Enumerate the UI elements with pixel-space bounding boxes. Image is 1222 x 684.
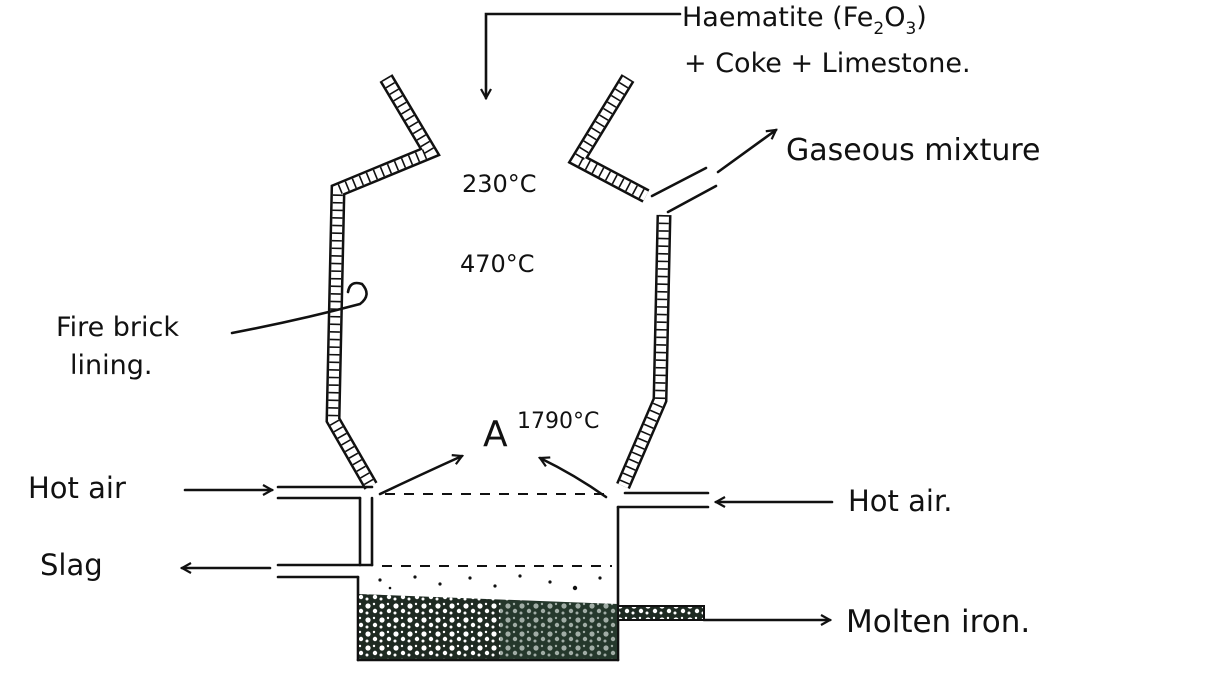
zone-a-label: A bbox=[483, 414, 508, 455]
air-flow-arrow-right bbox=[540, 458, 608, 499]
temp-470-label: 470°C bbox=[460, 250, 535, 278]
temp-230-label: 230°C bbox=[462, 170, 537, 198]
temp-1790-label: 1790°C bbox=[517, 409, 599, 434]
firebrick-label: Fire brick bbox=[56, 312, 179, 343]
slag-label: Slag bbox=[40, 548, 103, 582]
hot-air-left-label: Hot air bbox=[28, 471, 126, 505]
charge-label: Haematite (Fe2O3) bbox=[682, 2, 927, 39]
charge-inlet-arrow bbox=[486, 12, 682, 98]
firebrick-pointer bbox=[230, 281, 368, 335]
molten-iron-label: Molten iron. bbox=[846, 604, 1030, 640]
air-flow-arrow-left bbox=[378, 456, 462, 496]
gas-outlet bbox=[650, 130, 776, 214]
left-furnace-wall bbox=[325, 74, 441, 490]
firebrick-label-line2: lining. bbox=[70, 350, 152, 381]
hearth-and-pipes bbox=[276, 485, 710, 662]
hot-air-right-label: Hot air. bbox=[848, 484, 952, 518]
gaseous-mixture-label: Gaseous mixture bbox=[786, 133, 1040, 168]
charge-label-line2: + Coke + Limestone. bbox=[684, 48, 971, 79]
slag-layer bbox=[378, 574, 602, 591]
molten-iron-pool bbox=[359, 594, 830, 659]
right-furnace-wall bbox=[567, 74, 672, 489]
